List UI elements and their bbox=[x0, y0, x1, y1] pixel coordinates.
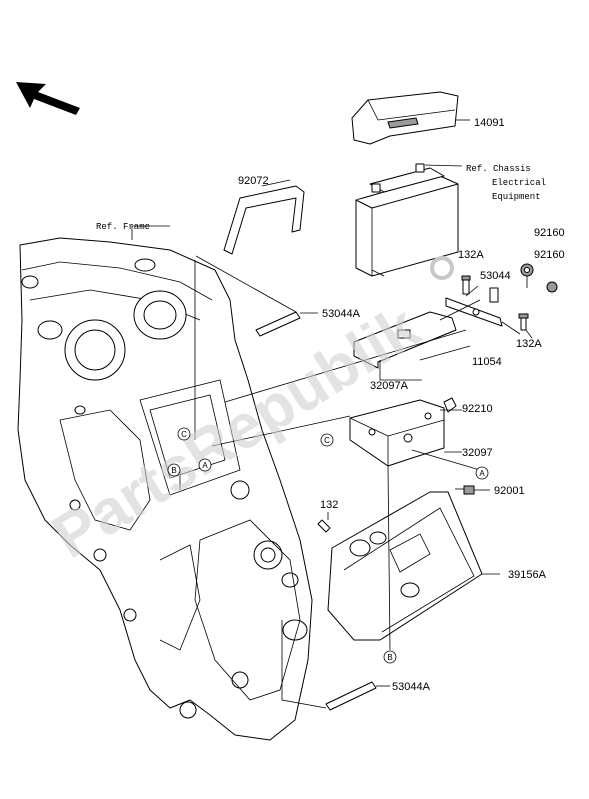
bracket-32097 bbox=[349, 399, 445, 467]
battery-cover-14091 bbox=[351, 91, 470, 145]
bolt-132A-b bbox=[518, 313, 529, 331]
ref-chassis-label: Ref. Chassis bbox=[466, 164, 531, 174]
part-label-32097: 32097 bbox=[462, 447, 493, 459]
rubber-53044A-top bbox=[255, 311, 318, 337]
callout-c-frame-label: C bbox=[181, 430, 187, 439]
callout-b-frame: B bbox=[167, 463, 181, 477]
part-label-92001: 92001 bbox=[494, 485, 525, 497]
callout-a-bracket: A bbox=[475, 466, 489, 480]
bolt-132 bbox=[317, 519, 331, 533]
part-label-14091: 14091 bbox=[474, 117, 505, 129]
collar-53044 bbox=[489, 287, 499, 303]
callout-a-bracket-label: A bbox=[479, 469, 485, 478]
callout-b-cover: B bbox=[383, 650, 397, 664]
callout-a-frame-label: A bbox=[202, 461, 208, 470]
part-label-132: 132 bbox=[320, 499, 338, 511]
callout-c-frame: C bbox=[177, 427, 191, 441]
motorcycle-frame bbox=[17, 237, 313, 741]
callout-b-cover-label: B bbox=[387, 653, 392, 662]
part-label-53044A-bottom: 53044A bbox=[392, 681, 431, 693]
part-label-132A-b: 132A bbox=[516, 338, 542, 350]
part-label-132A-a: 132A bbox=[458, 249, 484, 261]
part-label-39156A: 39156A bbox=[508, 569, 547, 581]
nut-92160-a bbox=[520, 263, 534, 277]
nut-92160-b bbox=[546, 281, 558, 293]
part-label-92160-b: 92160 bbox=[534, 249, 565, 261]
clip-92210 bbox=[443, 397, 457, 413]
leader-lines bbox=[131, 225, 533, 709]
front-direction-arrow-icon bbox=[16, 82, 80, 115]
part-label-92160-a: 92160 bbox=[534, 227, 565, 239]
part-label-92072: 92072 bbox=[238, 175, 269, 187]
callout-b-frame-label: B bbox=[171, 466, 176, 475]
callout-c-bracket-label: C bbox=[324, 436, 330, 445]
callout-a-frame: A bbox=[198, 458, 212, 472]
band-11054 bbox=[445, 297, 503, 327]
battery bbox=[355, 163, 463, 277]
bolt-132A-a bbox=[461, 275, 471, 295]
part-label-53044A-top: 53044A bbox=[322, 308, 361, 320]
callout-c-bracket: C bbox=[320, 433, 334, 447]
part-label-32097A: 32097A bbox=[370, 380, 409, 392]
bracket-92072 bbox=[223, 179, 305, 255]
ref-frame-label: Ref. Frame bbox=[96, 222, 150, 232]
part-label-53044: 53044 bbox=[480, 270, 511, 282]
rubber-53044A-bottom bbox=[325, 681, 377, 711]
part-label-92210: 92210 bbox=[462, 403, 493, 415]
bolt-92001 bbox=[455, 485, 475, 495]
part-label-11054: 11054 bbox=[472, 356, 502, 368]
cover-39156A bbox=[327, 491, 483, 641]
ref-chassis-label-line3: Equipment bbox=[492, 192, 541, 202]
gear-watermark-icon bbox=[430, 256, 454, 280]
battery-case-32097A bbox=[353, 311, 457, 369]
ref-chassis-label-line2: Electrical bbox=[492, 178, 546, 188]
